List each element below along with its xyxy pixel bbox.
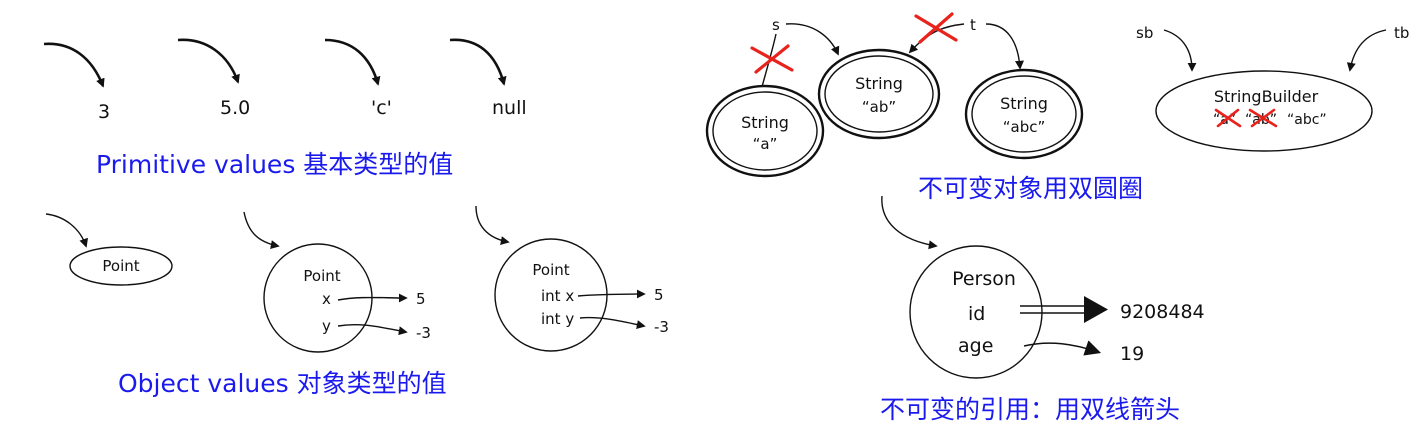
field-id-value: 9208484 (1120, 301, 1205, 323)
pointer-arrow-null (449, 38, 507, 86)
t-to-abc-arrow (985, 23, 1024, 70)
red-cross-t (914, 12, 958, 44)
point-xy-type-label: Point (303, 267, 340, 285)
field-age-label: age (958, 335, 993, 357)
immutable-objects-caption: 不可变对象用双圆圈 (918, 174, 1143, 203)
s-to-ab-arrow (785, 23, 840, 56)
field-int-x-label: int x (541, 287, 574, 305)
field-x-value: 5 (416, 290, 426, 308)
variable-s-label: s (772, 16, 780, 34)
primitive-value-char: 'c' (371, 97, 392, 119)
pointer-arrow-person (881, 195, 938, 250)
mutable-stringbuilder-group: sb tb StringBuilder “a” “ab” “abc” (1136, 24, 1409, 152)
field-y-arrow (337, 323, 408, 336)
primitive-value-null: null (492, 97, 527, 119)
field-x-arrow (337, 293, 408, 303)
string-a-type: String (741, 113, 789, 132)
red-cross-sb-a (1214, 108, 1242, 128)
pointer-arrow-point-int (475, 205, 510, 245)
field-int-y-label: int y (541, 310, 574, 328)
object-values-group: Point Point x y 5 -3 Point int x int y 5… (45, 205, 669, 398)
sb-arrow (1163, 29, 1197, 72)
pointer-arrow-3 (43, 42, 105, 88)
pointer-arrow-c (324, 38, 381, 86)
person-object (909, 245, 1043, 379)
stringbuilder-type: StringBuilder (1214, 87, 1319, 106)
pointer-arrow-point (45, 213, 88, 248)
string-ab-value: “ab” (862, 98, 896, 116)
field-y-label: y (322, 317, 331, 335)
string-object-abc-inner (971, 75, 1077, 153)
immutable-strings-group: s t String “a” String “ab” String “abc” (705, 12, 1143, 203)
point-object-simple (69, 246, 173, 286)
red-cross-sb-ab (1248, 108, 1278, 128)
field-int-x-arrow (577, 289, 646, 299)
primitive-values-caption: Primitive values 基本类型的值 (96, 150, 453, 179)
variable-sb-label: sb (1136, 24, 1153, 42)
primitive-value-double: 5.0 (220, 97, 250, 119)
primitive-values-group: 3 5.0 'c' null Primitive values 基本类型的值 (43, 38, 527, 179)
primitive-value-int: 3 (98, 101, 110, 123)
string-abc-value: “abc” (1003, 118, 1046, 136)
field-y-value: -3 (416, 324, 431, 342)
string-abc-type: String (1000, 94, 1048, 113)
field-int-x-value: 5 (654, 286, 664, 304)
pointer-arrow-point-xy (243, 211, 280, 249)
variable-t-label: t (970, 16, 976, 34)
pointer-arrow-5 (177, 38, 240, 84)
field-age-value: 19 (1120, 343, 1144, 365)
string-a-value: “a” (753, 135, 778, 153)
person-type-label: Person (952, 268, 1016, 290)
final-id-double-arrow (1020, 296, 1108, 323)
field-int-y-arrow (579, 316, 646, 329)
stringbuilder-object (1155, 70, 1373, 152)
string-ab-type: String (855, 74, 903, 93)
field-id-label: id (968, 303, 985, 325)
field-int-y-value: -3 (654, 318, 669, 336)
red-cross-s (750, 44, 794, 74)
point-type-label: Point (102, 257, 139, 275)
object-values-caption: Object values 对象类型的值 (118, 369, 447, 398)
string-object-ab-inner (824, 55, 934, 133)
field-x-label: x (322, 290, 331, 308)
stringbuilder-value-abc: “abc” (1287, 112, 1327, 128)
tb-arrow (1346, 29, 1387, 72)
immutable-reference-caption: 不可变的引用：用双线箭头 (880, 395, 1180, 424)
point-int-type-label: Point (532, 261, 569, 279)
field-age-arrow (1023, 340, 1102, 356)
string-object-a-inner (712, 91, 818, 171)
variable-tb-label: tb (1394, 24, 1409, 42)
person-reference-group: Person id age 9208484 19 不可变的引用：用双线箭头 (880, 195, 1205, 424)
